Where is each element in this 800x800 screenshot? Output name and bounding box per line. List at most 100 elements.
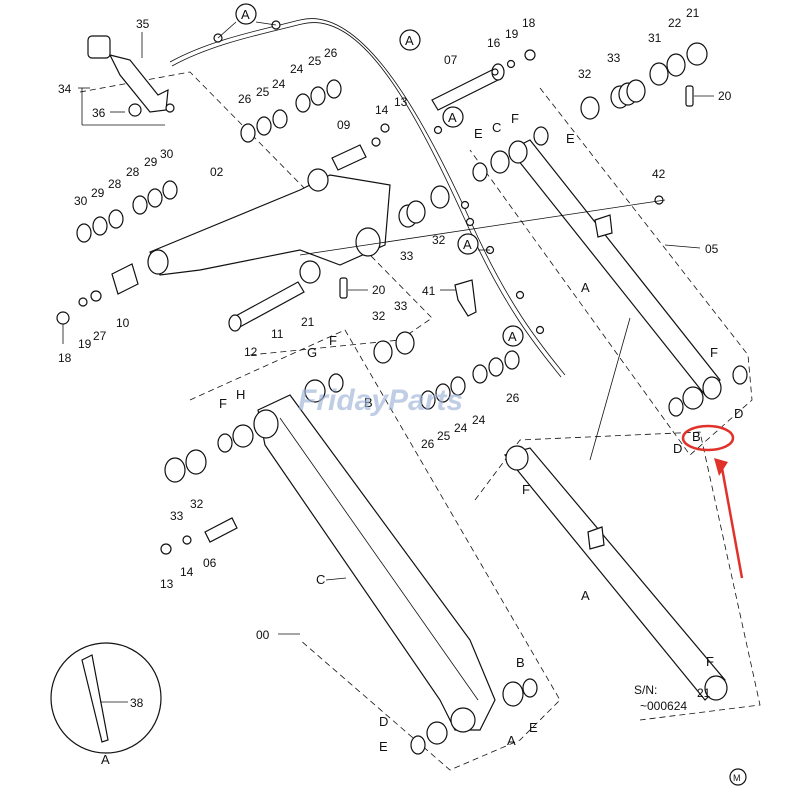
fitting-14-top xyxy=(371,137,381,147)
cable-tie-38 xyxy=(81,654,109,743)
label-32: 32 xyxy=(190,497,204,511)
label-05: 05 xyxy=(705,242,719,256)
boom-edge-line xyxy=(279,417,479,701)
bolt-13-low xyxy=(160,543,172,555)
label-D: D xyxy=(734,406,743,421)
label-28: 28 xyxy=(126,165,140,179)
label-21: 21 xyxy=(686,6,700,20)
hose-clamp xyxy=(535,325,545,335)
label-30: 30 xyxy=(74,194,88,208)
label-00: 00 xyxy=(256,628,270,642)
washer-19-top xyxy=(506,59,516,69)
label-31: 31 xyxy=(648,31,662,45)
bolt-18 xyxy=(56,311,70,325)
callout-A-icon: A xyxy=(399,29,421,51)
hose-clamp xyxy=(465,217,475,227)
watermark-text: FridayParts xyxy=(298,384,463,417)
bushing-D-arm xyxy=(682,386,704,410)
label-B: B xyxy=(692,429,701,444)
arm-05-eye-top xyxy=(508,140,528,164)
shim-stack-32-33-center xyxy=(373,331,415,364)
label-26: 26 xyxy=(421,437,435,451)
bushing-G xyxy=(304,379,326,403)
arm-05-eye-bottom xyxy=(702,376,722,400)
label-F: F xyxy=(710,345,718,360)
label-18: 18 xyxy=(522,16,536,30)
label-25: 25 xyxy=(308,54,322,68)
label-16: 16 xyxy=(487,36,501,50)
label-32: 32 xyxy=(372,309,386,323)
hose-clamp xyxy=(433,125,443,135)
ring-E-base xyxy=(522,678,538,698)
label-12: 12 xyxy=(244,345,258,359)
label-26: 26 xyxy=(506,391,520,405)
shim-stack-26-25-24-boom xyxy=(420,350,520,410)
label-E: E xyxy=(379,739,388,754)
arm-variant-bracket xyxy=(587,526,605,550)
ring-D-arm xyxy=(668,397,684,417)
label-42: 42 xyxy=(652,167,666,181)
label-E: E xyxy=(474,126,483,141)
bolt-42 xyxy=(654,195,664,205)
shim-stack-30-29-28 xyxy=(76,180,178,243)
svg-text:A: A xyxy=(508,329,517,344)
boom-base-eye-upper xyxy=(307,168,329,192)
label-24: 24 xyxy=(472,413,486,427)
label-13: 13 xyxy=(394,95,408,109)
boom-base-02 xyxy=(149,174,391,276)
leader-05 xyxy=(664,244,701,249)
label-21: 21 xyxy=(301,315,315,329)
hydraulic-hose-inner xyxy=(171,22,562,378)
washer-19 xyxy=(78,297,88,307)
hydraulic-hose xyxy=(169,18,566,376)
label-28: 28 xyxy=(108,177,122,191)
ring-E-base2 xyxy=(410,735,426,755)
bushing-D-base xyxy=(426,721,448,745)
label-33: 33 xyxy=(607,51,621,65)
label-27: 27 xyxy=(93,329,107,343)
hose-clamp xyxy=(515,290,525,300)
pin-09 xyxy=(331,144,367,171)
pin-07 xyxy=(431,67,503,111)
ring-E xyxy=(472,162,488,182)
label-H: H xyxy=(236,387,245,402)
callout-A-icon: A xyxy=(502,325,524,347)
label-35: 35 xyxy=(136,17,150,31)
label-07: 07 xyxy=(444,53,458,67)
label-19: 19 xyxy=(505,27,519,41)
svg-text:A: A xyxy=(241,7,250,22)
group-box-arm xyxy=(469,87,753,456)
arm-05 xyxy=(509,139,721,396)
label-24: 24 xyxy=(290,62,304,76)
label-A: A xyxy=(507,733,516,748)
washer-14-low xyxy=(182,535,192,545)
arm-05-bracket xyxy=(594,214,613,238)
arm-variant-eye-bottom xyxy=(704,675,728,701)
shim-stack-26-25-24 xyxy=(240,79,342,143)
label-B: B xyxy=(364,395,373,410)
hose-clamp xyxy=(460,200,470,210)
label-06: 06 xyxy=(203,556,217,570)
label-D: D xyxy=(673,441,682,456)
bracket-cap xyxy=(87,35,111,59)
label-36: 36 xyxy=(92,106,106,120)
label-20: 20 xyxy=(372,283,386,297)
boom-base-eye xyxy=(147,249,169,275)
bolt-36b xyxy=(165,103,175,113)
boom-00 xyxy=(257,394,496,731)
label-34: 34 xyxy=(58,82,72,96)
label-18: 18 xyxy=(58,351,72,365)
hose-bracket xyxy=(108,54,169,113)
pin-11-head xyxy=(228,314,242,332)
label-A: A xyxy=(581,280,590,295)
label-38: 38 xyxy=(130,696,144,710)
label-F: F xyxy=(706,654,714,669)
ring-F-left xyxy=(217,433,233,453)
callout-A-icon: A xyxy=(457,233,490,255)
label-33: 33 xyxy=(394,299,408,313)
boom-base-eye-right xyxy=(355,227,381,257)
bolt-16 xyxy=(491,68,499,76)
bolt-36 xyxy=(128,103,142,117)
label-F: F xyxy=(511,111,519,126)
